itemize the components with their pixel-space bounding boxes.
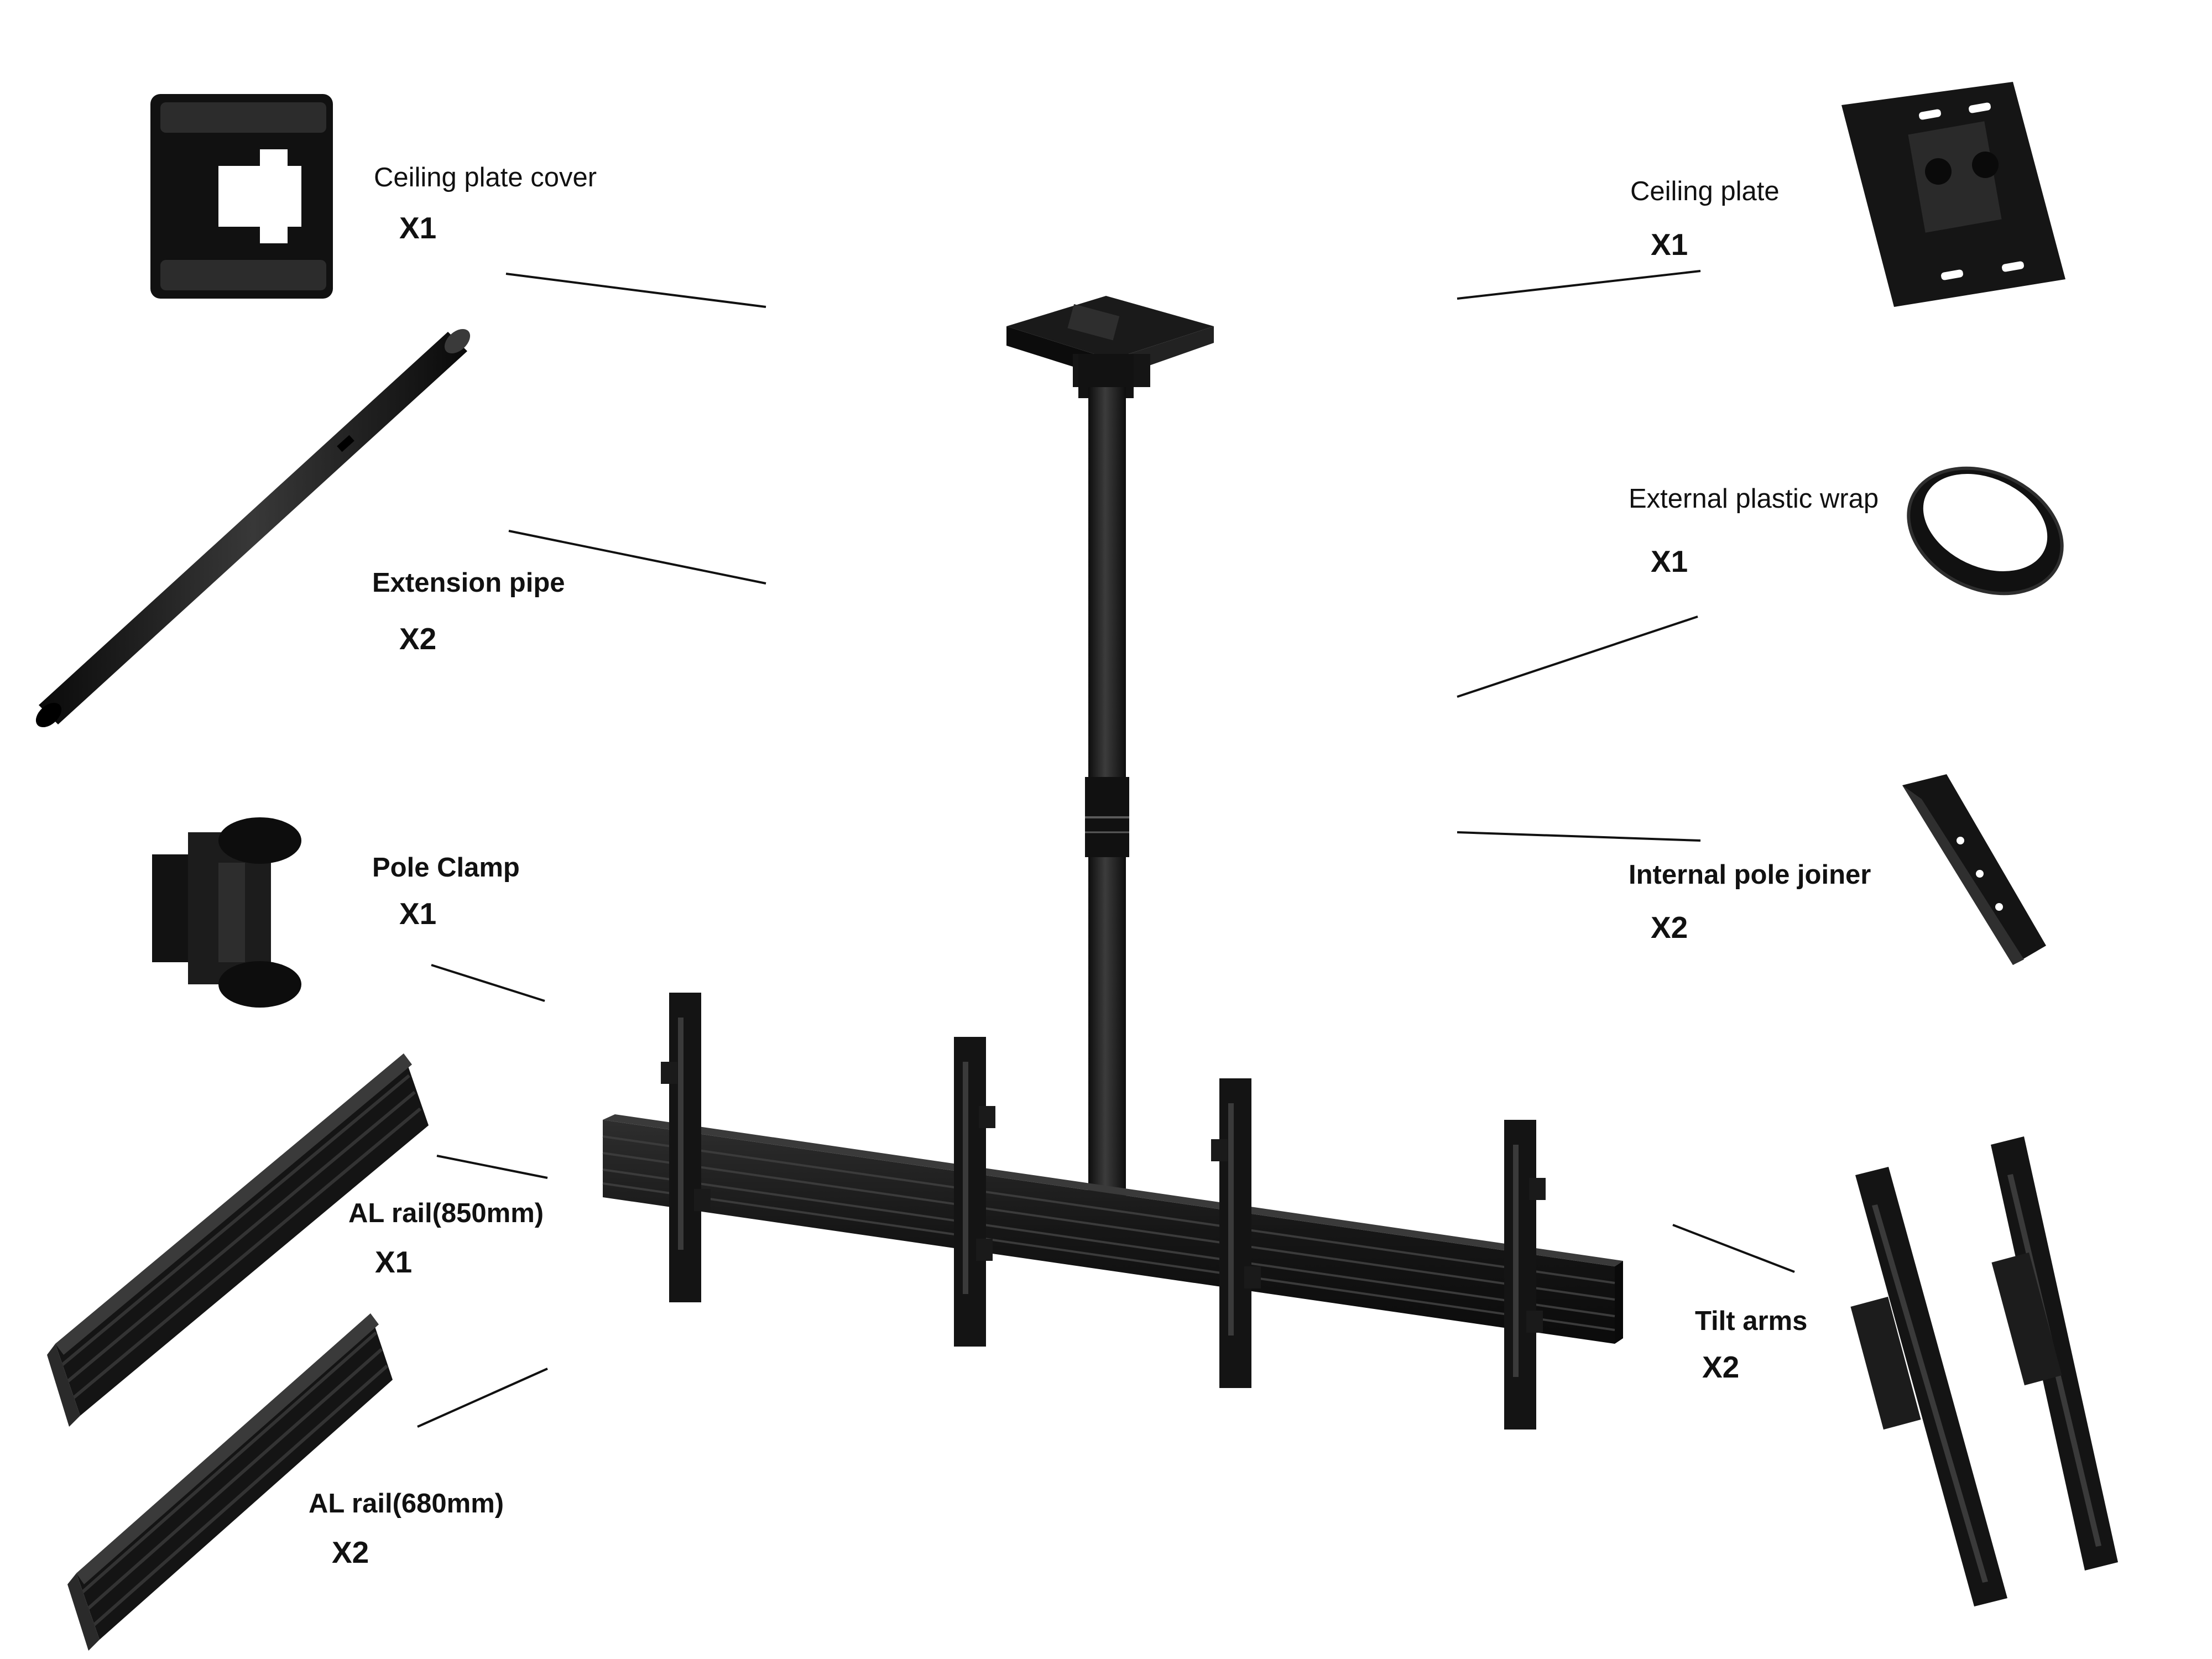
part-image-al-rail-680 <box>67 1313 393 1651</box>
qty-pole-clamp: X1 <box>399 896 437 931</box>
assembled-tilt-arm-2 <box>954 1037 995 1347</box>
leader-line-extension-pipe <box>508 530 766 585</box>
part-image-ceiling-plate <box>1841 82 2065 307</box>
assembled-tilt-arm-3 <box>1211 1078 1261 1388</box>
leader-line-al-rail-850 <box>436 1155 548 1179</box>
qty-al-rail-680: X2 <box>332 1535 369 1569</box>
part-image-pole-clamp <box>152 817 301 1008</box>
qty-external-plastic-wrap: X1 <box>1651 544 1688 578</box>
leader-line-external-plastic-wrap <box>1457 615 1698 698</box>
part-image-ceiling-plate-cover <box>150 94 333 299</box>
label-tilt-arms: Tilt arms <box>1695 1306 1808 1336</box>
leader-line-ceiling-plate <box>1457 270 1701 300</box>
label-al-rail-850: AL rail(850mm) <box>348 1198 544 1228</box>
part-image-al-rail-850 <box>47 1053 429 1427</box>
assembled-tilt-arm-4 <box>1504 1120 1546 1430</box>
part-image-tilt-arms <box>1850 1136 2118 1606</box>
label-pole-clamp: Pole Clamp <box>372 853 520 883</box>
qty-ceiling-plate-cover: X1 <box>399 211 437 245</box>
label-ceiling-plate-cover: Ceiling plate cover <box>374 163 597 192</box>
part-image-external-plastic-wrap <box>1907 466 2064 596</box>
leader-line-internal-pole-joiner <box>1457 831 1701 842</box>
label-ceiling-plate: Ceiling plate <box>1630 176 1780 206</box>
leader-lines <box>417 270 1795 1428</box>
assembled-mount <box>602 296 1623 1430</box>
label-al-rail-680: AL rail(680mm) <box>309 1489 504 1519</box>
qty-al-rail-850: X1 <box>375 1245 413 1279</box>
leader-line-ceiling-plate-cover <box>505 273 766 308</box>
part-image-internal-pole-joiner <box>1902 774 2046 965</box>
leader-line-tilt-arms <box>1672 1224 1795 1273</box>
label-internal-pole-joiner: Internal pole joiner <box>1629 860 1871 890</box>
label-external-plastic-wrap: External plastic wrap <box>1629 484 1879 514</box>
label-extension-pipe: Extension pipe <box>372 568 565 598</box>
assembled-rail <box>602 1114 1623 1344</box>
qty-tilt-arms: X2 <box>1702 1350 1740 1384</box>
leader-line-al-rail-680 <box>417 1368 548 1428</box>
qty-extension-pipe: X2 <box>399 622 437 656</box>
part-image-extension-pipe <box>35 328 471 728</box>
qty-internal-pole-joiner: X2 <box>1651 910 1688 945</box>
leader-line-pole-clamp <box>431 964 545 1002</box>
assembled-tilt-arm-1 <box>661 993 711 1302</box>
qty-ceiling-plate: X1 <box>1651 227 1688 262</box>
